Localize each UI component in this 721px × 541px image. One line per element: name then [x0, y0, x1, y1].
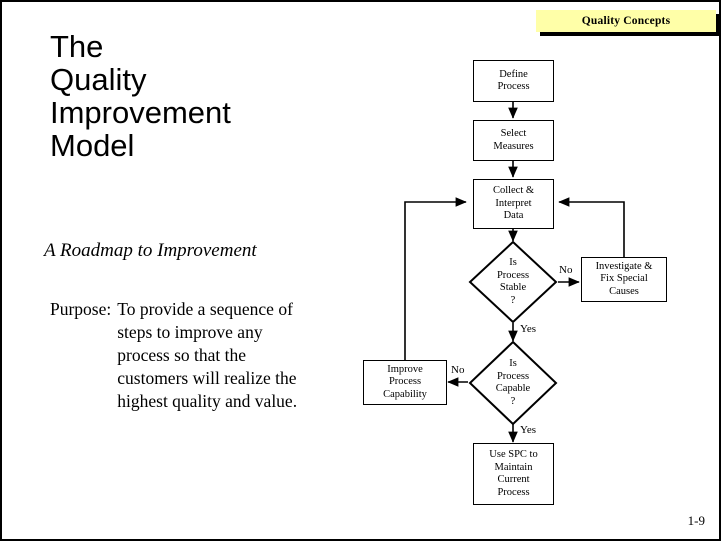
- flowchart-connectors: [404, 102, 625, 443]
- purpose-label: Purpose:: [50, 299, 112, 319]
- edge-label-stable-no: No: [559, 264, 573, 276]
- edge-label-capable-no: No: [451, 364, 465, 376]
- section-banner: Quality Concepts: [536, 10, 716, 32]
- flow-node-select-measures[interactable]: Select Measures: [473, 120, 554, 161]
- page-title-line-4: Model: [50, 128, 135, 163]
- page-title-line-1: The: [50, 29, 104, 64]
- flow-node-investigate-fix-special-causes-label: Investigate & Fix Special Causes: [595, 260, 653, 297]
- flow-node-improve-process-capability-label: Improve Process Capability: [383, 363, 427, 400]
- flow-node-improve-process-capability[interactable]: Improve Process Capability: [363, 360, 447, 405]
- subtitle: A Roadmap to Improvement: [44, 240, 257, 261]
- page-number: 1-9: [687, 513, 705, 528]
- edge-label-capable-yes: Yes: [520, 424, 537, 436]
- quality-improvement-flowchart: Define Process Select Measures Collect &…: [342, 42, 717, 522]
- flow-decision-process-stable[interactable]: Is Process Stable ?: [468, 240, 558, 324]
- flow-node-collect-interpret-data[interactable]: Collect & Interpret Data: [473, 179, 554, 229]
- page-title: The Quality Improvement Model: [50, 30, 350, 162]
- flow-node-use-spc-label: Use SPC to Maintain Current Process: [489, 449, 538, 498]
- flow-node-use-spc[interactable]: Use SPC to Maintain Current Process: [473, 443, 554, 505]
- flow-node-define-process-label: Define Process: [497, 68, 530, 93]
- purpose-block: Purpose: To provide a sequence of steps …: [50, 298, 350, 413]
- flow-node-collect-interpret-data-label: Collect & Interpret Data: [492, 185, 535, 222]
- banner-container: Quality Concepts: [536, 10, 719, 36]
- page-title-line-3: Improvement: [50, 95, 231, 130]
- section-banner-label: Quality Concepts: [581, 15, 671, 27]
- page-title-line-2: Quality: [50, 62, 147, 97]
- flow-node-select-measures-label: Select Measures: [493, 128, 534, 152]
- edge-label-stable-yes: Yes: [520, 323, 537, 335]
- flow-node-define-process[interactable]: Define Process: [473, 60, 554, 102]
- flow-decision-process-capable[interactable]: Is Process Capable ?: [468, 340, 558, 426]
- purpose-text: To provide a sequence of steps to improv…: [117, 299, 298, 411]
- flow-node-investigate-fix-special-causes[interactable]: Investigate & Fix Special Causes: [581, 257, 667, 302]
